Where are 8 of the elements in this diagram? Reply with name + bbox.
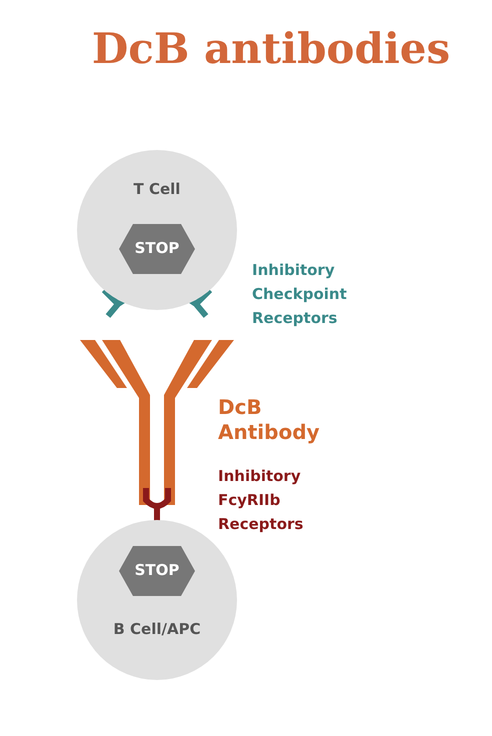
cell-label: B Cell/APC [112, 620, 202, 638]
cell-label: T Cell [132, 180, 182, 198]
stop-hexagon: STOP [119, 546, 195, 596]
title: DcB antibodies [90, 24, 452, 73]
text-label: DcB Antibody [218, 395, 321, 445]
text-label: Inhibitory Checkpoint Receptors [252, 260, 348, 329]
text-label: Inhibitory FcyRIIb Receptors [218, 466, 304, 535]
stop-hexagon: STOP [119, 224, 195, 274]
